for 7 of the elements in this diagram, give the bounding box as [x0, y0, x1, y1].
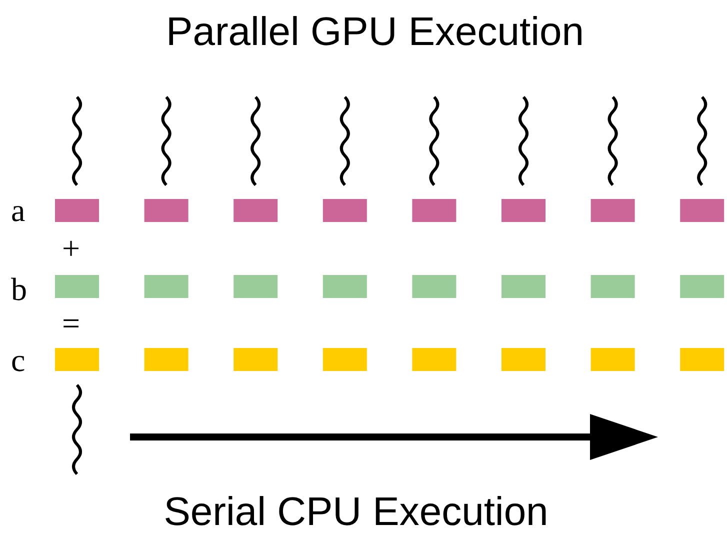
array-label: c — [11, 344, 26, 376]
operator-symbol: = — [62, 307, 80, 339]
title: Parallel GPU Execution — [166, 12, 584, 52]
array-label: b — [11, 273, 27, 305]
operator-symbol: + — [62, 232, 80, 264]
array-label: a — [11, 194, 26, 226]
caption: Serial CPU Execution — [164, 492, 548, 532]
